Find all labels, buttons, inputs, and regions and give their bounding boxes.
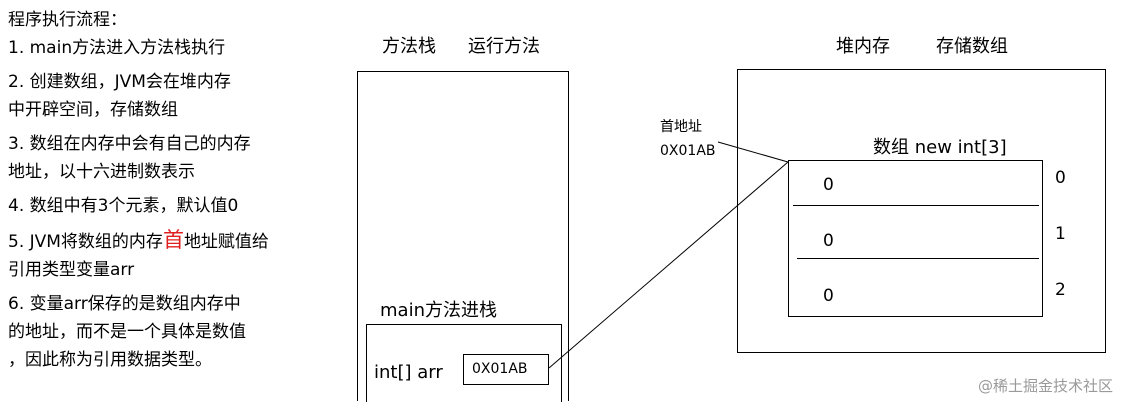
address-pointer-line (717, 141, 789, 163)
array-cell-1: 0 (823, 231, 834, 251)
stack-header-left: 方法栈 (382, 36, 436, 57)
heap-header-right: 存储数组 (936, 36, 1008, 57)
steps-title: 程序执行流程： (8, 10, 127, 30)
stack-header-right: 运行方法 (468, 36, 540, 57)
arr-to-array-line (548, 161, 789, 369)
step-5-emphasis: 首 (162, 228, 184, 252)
step-5-line-2: 引用类型变量arr (8, 260, 135, 280)
steps-panel: 程序执行流程： 1. main方法进入方法栈执行 2. 创建数组，JVM会在堆内… (8, 6, 269, 374)
array-divider-1 (793, 205, 1039, 206)
step-5-part-a: 5. JVM将数组的内存 (8, 232, 163, 252)
step-4: 4. 数组中有3个元素，默认值0 (8, 196, 239, 216)
array-index-0: 0 (1055, 168, 1066, 188)
heap-header-left: 堆内存 (836, 36, 890, 57)
heap-box (737, 69, 1106, 353)
array-cell-2: 0 (823, 286, 834, 306)
arr-value: 0X01AB (472, 361, 528, 377)
array-label: 数组 new int[3] (873, 137, 1007, 158)
array-index-1: 1 (1055, 224, 1066, 244)
first-address-label: 首地址 (660, 119, 702, 135)
watermark: @稀土掘金技术社区 (977, 377, 1113, 395)
first-address-value: 0X01AB (660, 143, 716, 159)
step-3-line-2: 地址，以十六进制数表示 (8, 162, 195, 182)
arr-variable-label: int[] arr (374, 362, 443, 383)
step-2-line-2: 中开辟空间，存储数组 (8, 100, 178, 120)
step-5-line-1: 5. JVM将数组的内存首地址赋值给 (8, 226, 269, 256)
step-6-line-1: 6. 变量arr保存的是数组内存中 (8, 294, 241, 314)
array-box (788, 160, 1043, 317)
step-6-line-3: ，因此称为引用数据类型。 (8, 350, 212, 370)
step-1: 1. main方法进入方法栈执行 (8, 38, 226, 58)
array-cell-0: 0 (823, 175, 834, 195)
step-2-line-1: 2. 创建数组，JVM会在堆内存 (8, 72, 231, 92)
step-6-line-2: 的地址，而不是一个具体是数值 (8, 322, 246, 342)
array-index-2: 2 (1055, 280, 1066, 300)
step-5-part-b: 地址赋值给 (183, 232, 269, 252)
array-divider-2 (797, 258, 1039, 259)
method-stack-box (357, 71, 569, 401)
stack-frame-label: main方法进栈 (380, 300, 497, 321)
step-3-line-1: 3. 数组在内存中会有自己的内存 (8, 134, 251, 154)
main-stack-frame (366, 324, 562, 402)
arr-value-box (463, 354, 549, 385)
